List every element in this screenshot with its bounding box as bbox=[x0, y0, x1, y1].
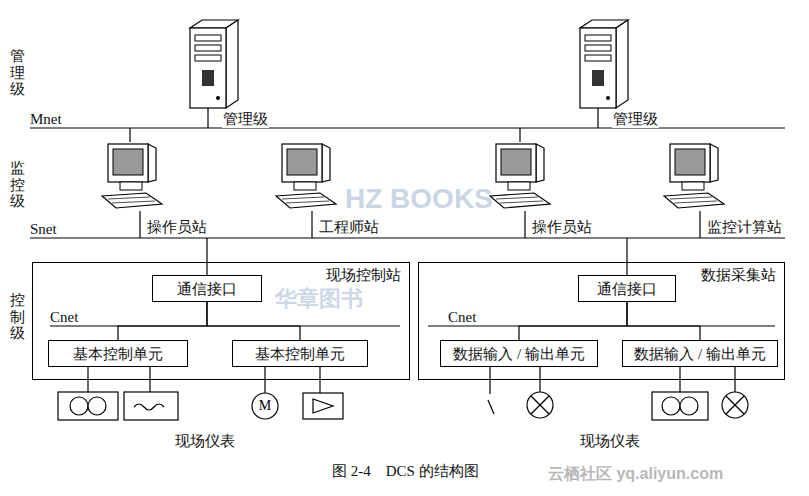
device-label: 操作员站 bbox=[531, 218, 593, 236]
node-text: 数据采集站 bbox=[701, 266, 776, 284]
node-text: 监控计算站 bbox=[707, 219, 782, 235]
computer-icon bbox=[490, 144, 550, 208]
motor-label: M bbox=[259, 398, 271, 415]
unit-box: 基本控制单元 bbox=[232, 340, 368, 367]
node-text: 现场控制站 bbox=[326, 266, 401, 284]
bus-label: 现场仪表 bbox=[580, 432, 640, 450]
node-text: 基本控制单元 bbox=[73, 345, 163, 363]
unit-box: 基本控制单元 bbox=[48, 340, 188, 367]
node-text: 数据输入 / 输出单元 bbox=[453, 345, 585, 363]
bus-label: Snet bbox=[30, 220, 57, 238]
device-label: 操作员站 bbox=[146, 218, 208, 236]
field-instruments bbox=[58, 367, 748, 420]
caption: 图 2-4 DCS 的结构图 bbox=[332, 462, 479, 480]
connector bbox=[118, 302, 207, 340]
level-label: 监控级 bbox=[10, 160, 25, 210]
computer-icon bbox=[664, 144, 724, 208]
node-text: 通信接口 bbox=[177, 280, 237, 298]
bus-lines bbox=[30, 108, 785, 326]
device-label: 监控计算站 bbox=[706, 218, 783, 236]
server-icon bbox=[190, 20, 238, 108]
computer-icon bbox=[276, 144, 336, 208]
watermark: 华章图书 bbox=[275, 286, 363, 312]
bus-label: 现场仪表 bbox=[175, 432, 235, 450]
device-label: 管理级 bbox=[612, 110, 659, 128]
node-text: 操作员站 bbox=[532, 219, 592, 235]
unit-box: 数据输入 / 输出单元 bbox=[440, 340, 598, 367]
node-text: 工程师站 bbox=[319, 219, 379, 235]
level-label: 控制级 bbox=[10, 292, 25, 342]
node-text: 管理级 bbox=[613, 111, 658, 127]
bus-label: Cnet bbox=[50, 308, 78, 326]
device-label: 管理级 bbox=[222, 110, 269, 128]
bus-label: Mnet bbox=[30, 110, 62, 128]
connector bbox=[519, 302, 627, 340]
node-text: 通信接口 bbox=[597, 280, 657, 298]
server-icon bbox=[580, 20, 628, 108]
node-text: 基本控制单元 bbox=[255, 345, 345, 363]
bus-label: Cnet bbox=[448, 308, 476, 326]
connector bbox=[627, 302, 700, 340]
node-text: 操作员站 bbox=[147, 219, 207, 235]
device-label: 工程师站 bbox=[318, 218, 380, 236]
unit-box: 数据输入 / 输出单元 bbox=[622, 340, 778, 367]
watermark: 云栖社区 yq.aliyun.com bbox=[548, 464, 723, 483]
unit-box: 通信接口 bbox=[152, 275, 262, 302]
node-text: 数据输入 / 输出单元 bbox=[634, 345, 766, 363]
watermark: HZ BOOKS bbox=[345, 182, 493, 216]
station-box: 现场控制站通信接口基本控制单元 基本控制单元 bbox=[32, 262, 410, 380]
unit-box: 通信接口 bbox=[578, 275, 676, 302]
computer-icon bbox=[102, 144, 162, 208]
level-label: 管理级 bbox=[10, 48, 25, 98]
node-text: 管理级 bbox=[223, 111, 268, 127]
